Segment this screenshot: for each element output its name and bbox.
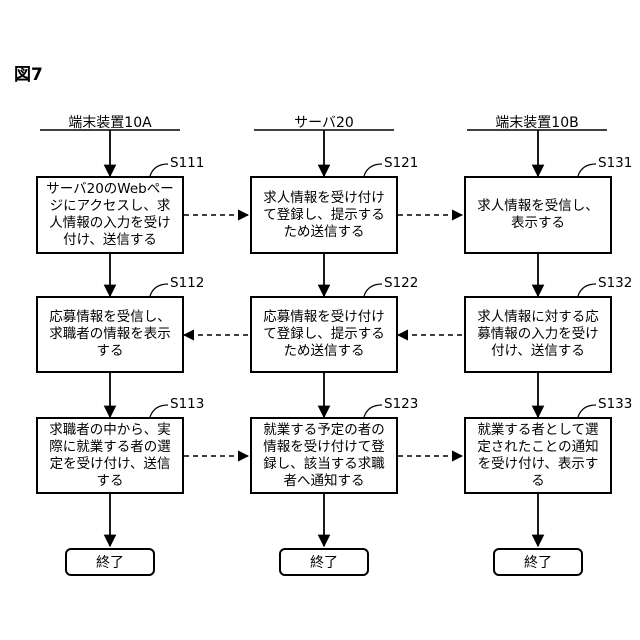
step-leader: [578, 164, 596, 176]
process-box-s112: 応募情報を受信し、求職者の情報を表示する: [36, 296, 184, 373]
step-leader: [150, 405, 168, 417]
process-box-s123: 就業する予定の者の情報を受け付けて登録し、該当する求職者へ通知する: [250, 417, 398, 494]
step-leader: [364, 284, 382, 296]
step-label-s113: S113: [170, 396, 204, 412]
step-label-s133: S133: [598, 396, 632, 412]
step-label-s121: S121: [384, 155, 418, 171]
process-box-s131: 求人情報を受信し、表示する: [464, 176, 612, 254]
process-box-s132: 求人情報に対する応募情報の入力を受け付け、送信する: [464, 296, 612, 373]
step-label-s123: S123: [384, 396, 418, 412]
step-leader: [364, 164, 382, 176]
end-terminator-server-20: 終了: [279, 548, 369, 576]
step-label-s132: S132: [598, 275, 632, 291]
process-box-s111: サーバ20のWebページにアクセスし、求人情報の入力を受け付け、送信する: [36, 176, 184, 254]
step-label-s112: S112: [170, 275, 204, 291]
step-label-s131: S131: [598, 155, 632, 171]
process-box-s121: 求人情報を受け付けて登録し、提示するため送信する: [250, 176, 398, 254]
step-leader: [150, 164, 168, 176]
step-leader: [578, 284, 596, 296]
step-leader: [578, 405, 596, 417]
end-terminator-terminal-10a: 終了: [65, 548, 155, 576]
step-leader: [150, 284, 168, 296]
process-box-s122: 応募情報を受け付けて登録し、提示するため送信する: [250, 296, 398, 373]
step-label-s111: S111: [170, 155, 204, 171]
step-label-s122: S122: [384, 275, 418, 291]
step-leader: [364, 405, 382, 417]
process-box-s133: 就業する者として選定されたことの通知を受け付け、表示する: [464, 417, 612, 494]
end-terminator-terminal-10b: 終了: [493, 548, 583, 576]
process-box-s113: 求職者の中から、実際に就業する者の選定を受け付け、送信する: [36, 417, 184, 494]
